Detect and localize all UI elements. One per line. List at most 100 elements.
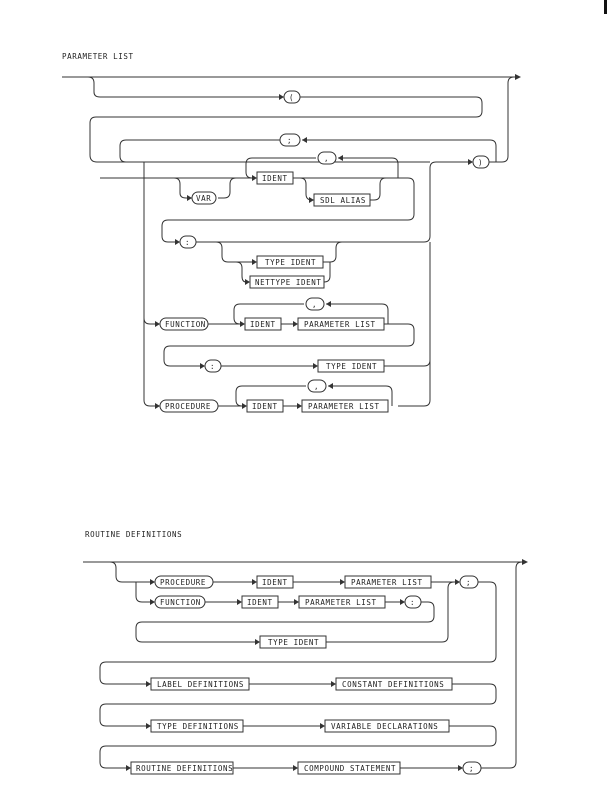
arrow-icon xyxy=(340,579,345,585)
track xyxy=(196,161,470,243)
track xyxy=(326,303,389,324)
terminal-label: , xyxy=(312,300,317,309)
track xyxy=(161,219,176,243)
arrow-icon xyxy=(252,259,257,265)
arrow-icon xyxy=(240,321,245,327)
track xyxy=(235,385,306,407)
track xyxy=(173,177,192,199)
track xyxy=(233,303,304,325)
nonterminal-label: PARAMETER LIST xyxy=(308,402,380,411)
parameter-list-diagram: PARAMETER LIST ( ; VAR , xyxy=(62,52,521,413)
nonterminal-label: NETTYPE IDENT xyxy=(255,278,322,287)
track xyxy=(323,241,343,263)
track xyxy=(384,359,431,367)
terminal-label: ( xyxy=(289,93,294,102)
terminal-comma xyxy=(307,379,327,393)
arrow-icon xyxy=(155,403,160,409)
nonterminal-label: SDL ALIAS xyxy=(320,196,366,205)
terminal-label: ; xyxy=(469,764,474,773)
arrow-icon xyxy=(400,599,405,605)
nonterminal-label: IDENT xyxy=(247,598,273,607)
track xyxy=(328,385,393,406)
terminal-label: ; xyxy=(466,578,471,587)
arrow-icon xyxy=(150,579,155,585)
exit-arrow-icon xyxy=(515,74,521,80)
terminal-label: PROCEDURE xyxy=(165,402,211,411)
track xyxy=(398,242,431,407)
terminal-comma xyxy=(305,297,325,311)
nonterminal-label: IDENT xyxy=(250,320,276,329)
arrow-icon xyxy=(313,363,318,369)
diagram-title: ROUTINE DEFINITIONS xyxy=(85,530,182,539)
track xyxy=(143,317,156,325)
arrow-icon xyxy=(150,599,155,605)
track xyxy=(119,139,280,163)
nonterminal-label: LABEL DEFINITIONS xyxy=(157,680,244,689)
nonterminal-label: TYPE IDENT xyxy=(268,638,319,647)
track xyxy=(143,162,156,407)
arrow-icon xyxy=(309,197,314,203)
track xyxy=(99,581,497,685)
arrow-icon xyxy=(338,155,343,161)
arrow-icon xyxy=(293,765,298,771)
nonterminal-label: PARAMETER LIST xyxy=(305,598,377,607)
terminal-label: ) xyxy=(478,158,483,167)
nonterminal-label: COMPOUND STATEMENT xyxy=(304,764,396,773)
exit-arrow-icon xyxy=(522,559,528,565)
arrow-icon xyxy=(200,363,205,369)
track xyxy=(489,76,515,163)
track xyxy=(99,683,497,727)
terminal-label: FUNCTION xyxy=(160,598,201,607)
arrow-icon xyxy=(297,403,302,409)
arrow-icon xyxy=(245,279,250,285)
terminal-comma xyxy=(317,151,337,165)
nonterminal-label: TYPE DEFINITIONS xyxy=(157,722,239,731)
track xyxy=(481,561,523,769)
arrow-icon xyxy=(175,239,180,245)
routine-definitions-diagram: ROUTINE DEFINITIONS PROCEDURE IDENT PARA… xyxy=(83,530,528,775)
track xyxy=(168,177,415,221)
diagram-title: PARAMETER LIST xyxy=(62,52,134,61)
nonterminal-label: IDENT xyxy=(262,174,288,183)
track xyxy=(299,177,314,201)
terminal-label: , xyxy=(324,154,329,163)
arrow-icon xyxy=(455,579,460,585)
arrow-icon xyxy=(155,321,160,327)
nonterminal-label: PARAMETER LIST xyxy=(304,320,376,329)
arrow-icon xyxy=(252,175,257,181)
track xyxy=(87,76,476,98)
terminal-label: : xyxy=(210,362,215,371)
arrow-icon xyxy=(146,723,151,729)
track xyxy=(135,601,435,643)
arrow-icon xyxy=(255,639,260,645)
track xyxy=(323,262,331,283)
track xyxy=(245,157,316,179)
arrow-icon xyxy=(458,765,463,771)
nonterminal-label: CONSTANT DEFINITIONS xyxy=(342,680,444,689)
track xyxy=(370,177,387,201)
arrow-icon xyxy=(328,383,333,389)
nonterminal-label: IDENT xyxy=(262,578,288,587)
arrow-icon xyxy=(320,723,325,729)
arrow-icon xyxy=(293,321,298,327)
track xyxy=(215,241,252,263)
terminal-label: , xyxy=(314,382,319,391)
nonterminal-label: IDENT xyxy=(252,402,278,411)
nonterminal-label: ROUTINE DEFINITIONS xyxy=(136,764,233,773)
nonterminal-label: VARIABLE DECLARATIONS xyxy=(331,722,438,731)
arrow-icon xyxy=(279,94,284,100)
arrow-icon xyxy=(187,195,192,201)
arrow-icon xyxy=(326,301,331,307)
page-edge-mark xyxy=(604,0,607,14)
arrow-icon xyxy=(237,599,242,605)
terminal-label: ; xyxy=(287,136,292,145)
nonterminal-label: TYPE IDENT xyxy=(265,258,316,267)
track xyxy=(338,157,399,178)
arrow-icon xyxy=(294,599,299,605)
arrow-icon xyxy=(252,579,257,585)
terminal-label: : xyxy=(410,598,415,607)
track xyxy=(218,177,237,199)
track xyxy=(109,561,150,583)
track xyxy=(326,581,455,643)
